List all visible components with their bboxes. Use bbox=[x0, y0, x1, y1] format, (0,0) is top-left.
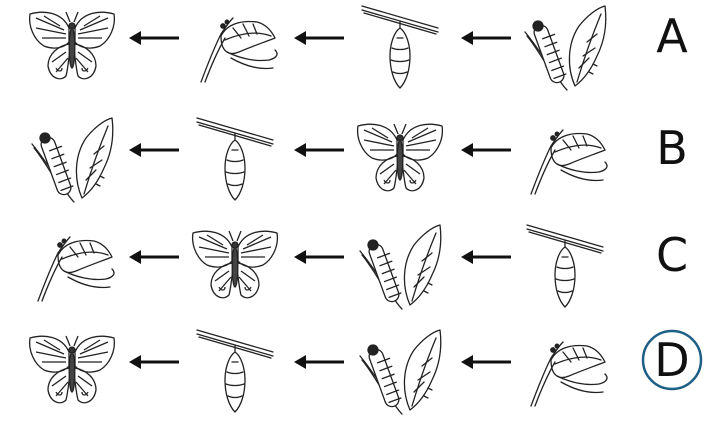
arrow-left-icon bbox=[461, 250, 511, 264]
caterpillar-icon bbox=[360, 330, 441, 414]
butterfly-icon bbox=[193, 231, 278, 298]
arrow-left-icon bbox=[461, 31, 511, 45]
arrow-left-icon bbox=[461, 355, 511, 369]
chrysalis-icon bbox=[197, 118, 273, 200]
egg-icon bbox=[201, 18, 277, 82]
butterfly-icon bbox=[30, 336, 115, 403]
egg-icon bbox=[531, 130, 607, 194]
arrow-left-icon bbox=[129, 143, 179, 157]
arrow-left-icon bbox=[294, 143, 344, 157]
option-row-c[interactable]: C bbox=[38, 225, 688, 309]
arrow-left-icon bbox=[129, 250, 179, 264]
arrow-left-icon bbox=[294, 250, 344, 264]
option-label-a[interactable]: A bbox=[656, 9, 688, 63]
chrysalis-icon bbox=[527, 225, 603, 307]
chrysalis-icon bbox=[362, 6, 438, 88]
option-row-d[interactable]: D bbox=[30, 330, 701, 414]
egg-icon bbox=[531, 342, 607, 406]
arrow-left-icon bbox=[294, 31, 344, 45]
option-row-b[interactable]: B bbox=[32, 118, 688, 202]
option-label-d[interactable]: D bbox=[654, 333, 689, 387]
arrow-left-icon bbox=[129, 355, 179, 369]
arrow-left-icon bbox=[461, 143, 511, 157]
option-label-c[interactable]: C bbox=[656, 228, 688, 282]
caterpillar-icon bbox=[32, 118, 113, 202]
arrow-left-icon bbox=[294, 355, 344, 369]
option-row-a[interactable]: A bbox=[30, 6, 689, 90]
caterpillar-icon bbox=[525, 6, 606, 90]
chrysalis-icon bbox=[197, 330, 273, 412]
arrow-left-icon bbox=[129, 31, 179, 45]
butterfly-icon bbox=[30, 12, 115, 79]
caterpillar-icon bbox=[360, 225, 441, 309]
butterfly-icon bbox=[358, 124, 443, 191]
egg-icon bbox=[38, 237, 114, 301]
option-label-b[interactable]: B bbox=[656, 121, 688, 175]
